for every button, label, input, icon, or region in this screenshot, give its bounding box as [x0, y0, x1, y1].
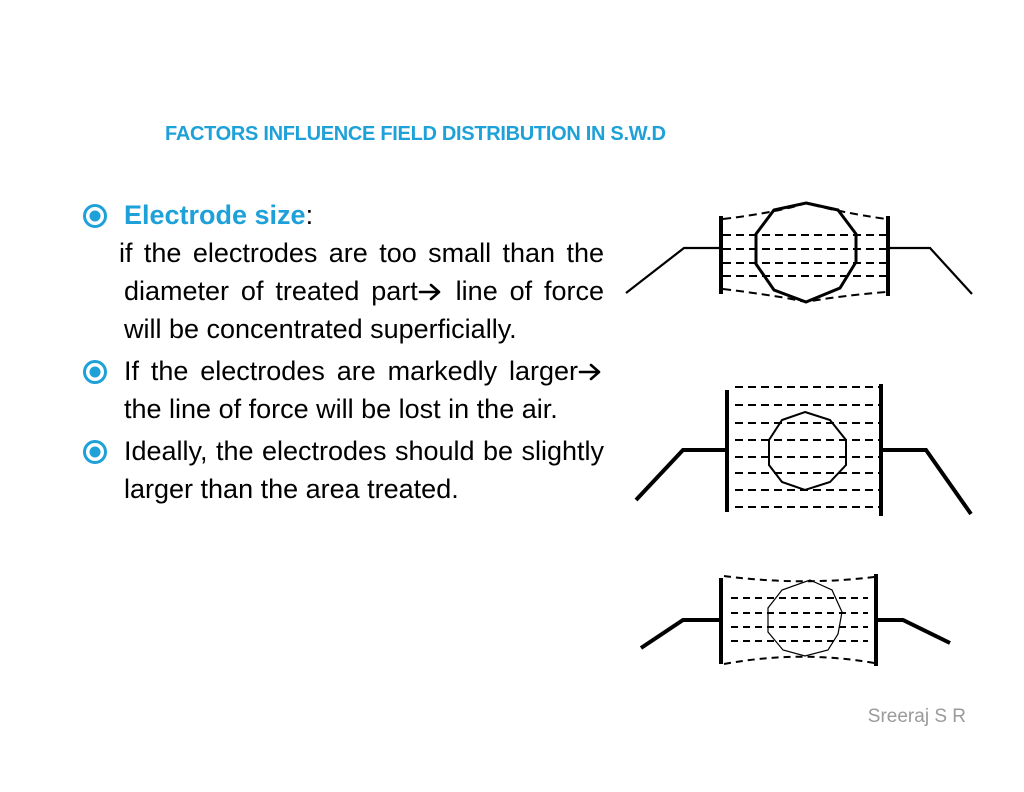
left-cable — [639, 618, 721, 650]
treated-part-outline — [754, 201, 858, 304]
electrode-diagrams — [625, 201, 973, 666]
superficial-text: line of force will be concentrated super… — [124, 276, 605, 344]
right-cable — [876, 618, 951, 645]
diagram-large-electrodes — [634, 384, 973, 516]
circled-dot-icon — [83, 440, 107, 464]
circled-dot-icon — [83, 360, 107, 384]
right-cable — [888, 246, 973, 295]
right-arrow-icon — [578, 363, 601, 381]
left-cable — [634, 448, 727, 502]
bullet-ideal-size: Ideally, the electrodes should be slight… — [82, 432, 604, 508]
ideal-size-text: Ideally, the electrodes should be slight… — [124, 436, 604, 504]
bullet-list: Electrode size: if the electrodes are to… — [82, 196, 604, 508]
field-lines — [735, 386, 879, 508]
author-credit: Sreeraj S R — [867, 706, 966, 727]
right-arrow-icon — [418, 283, 441, 301]
right-cable — [881, 448, 973, 516]
slide-title: FACTORS INFLUENCE FIELD DISTRIBUTION IN … — [165, 123, 666, 145]
treated-part-outline — [767, 579, 843, 657]
circled-dot-icon — [83, 204, 107, 228]
diagram-small-electrodes — [625, 201, 973, 304]
bullet-electrode-size: Electrode size: if the electrodes are to… — [82, 196, 604, 348]
lost-in-air-text: the line of force will be lost in the ai… — [124, 394, 558, 424]
field-lines — [723, 575, 875, 665]
field-lines — [722, 201, 887, 304]
left-cable — [625, 246, 721, 294]
diagram-ideal-electrodes — [639, 574, 951, 666]
small-electrode-text: if the electrodes are too small than the… — [119, 238, 604, 306]
electrode-size-description: if the electrodes are too small than the… — [119, 234, 605, 348]
bullet-larger-electrodes: If the electrodes are markedly larger th… — [82, 352, 604, 428]
heading-colon: : — [305, 200, 314, 230]
larger-electrodes-text: If the electrodes are markedly larger — [124, 356, 578, 386]
electrode-size-heading: Electrode size — [124, 200, 306, 230]
